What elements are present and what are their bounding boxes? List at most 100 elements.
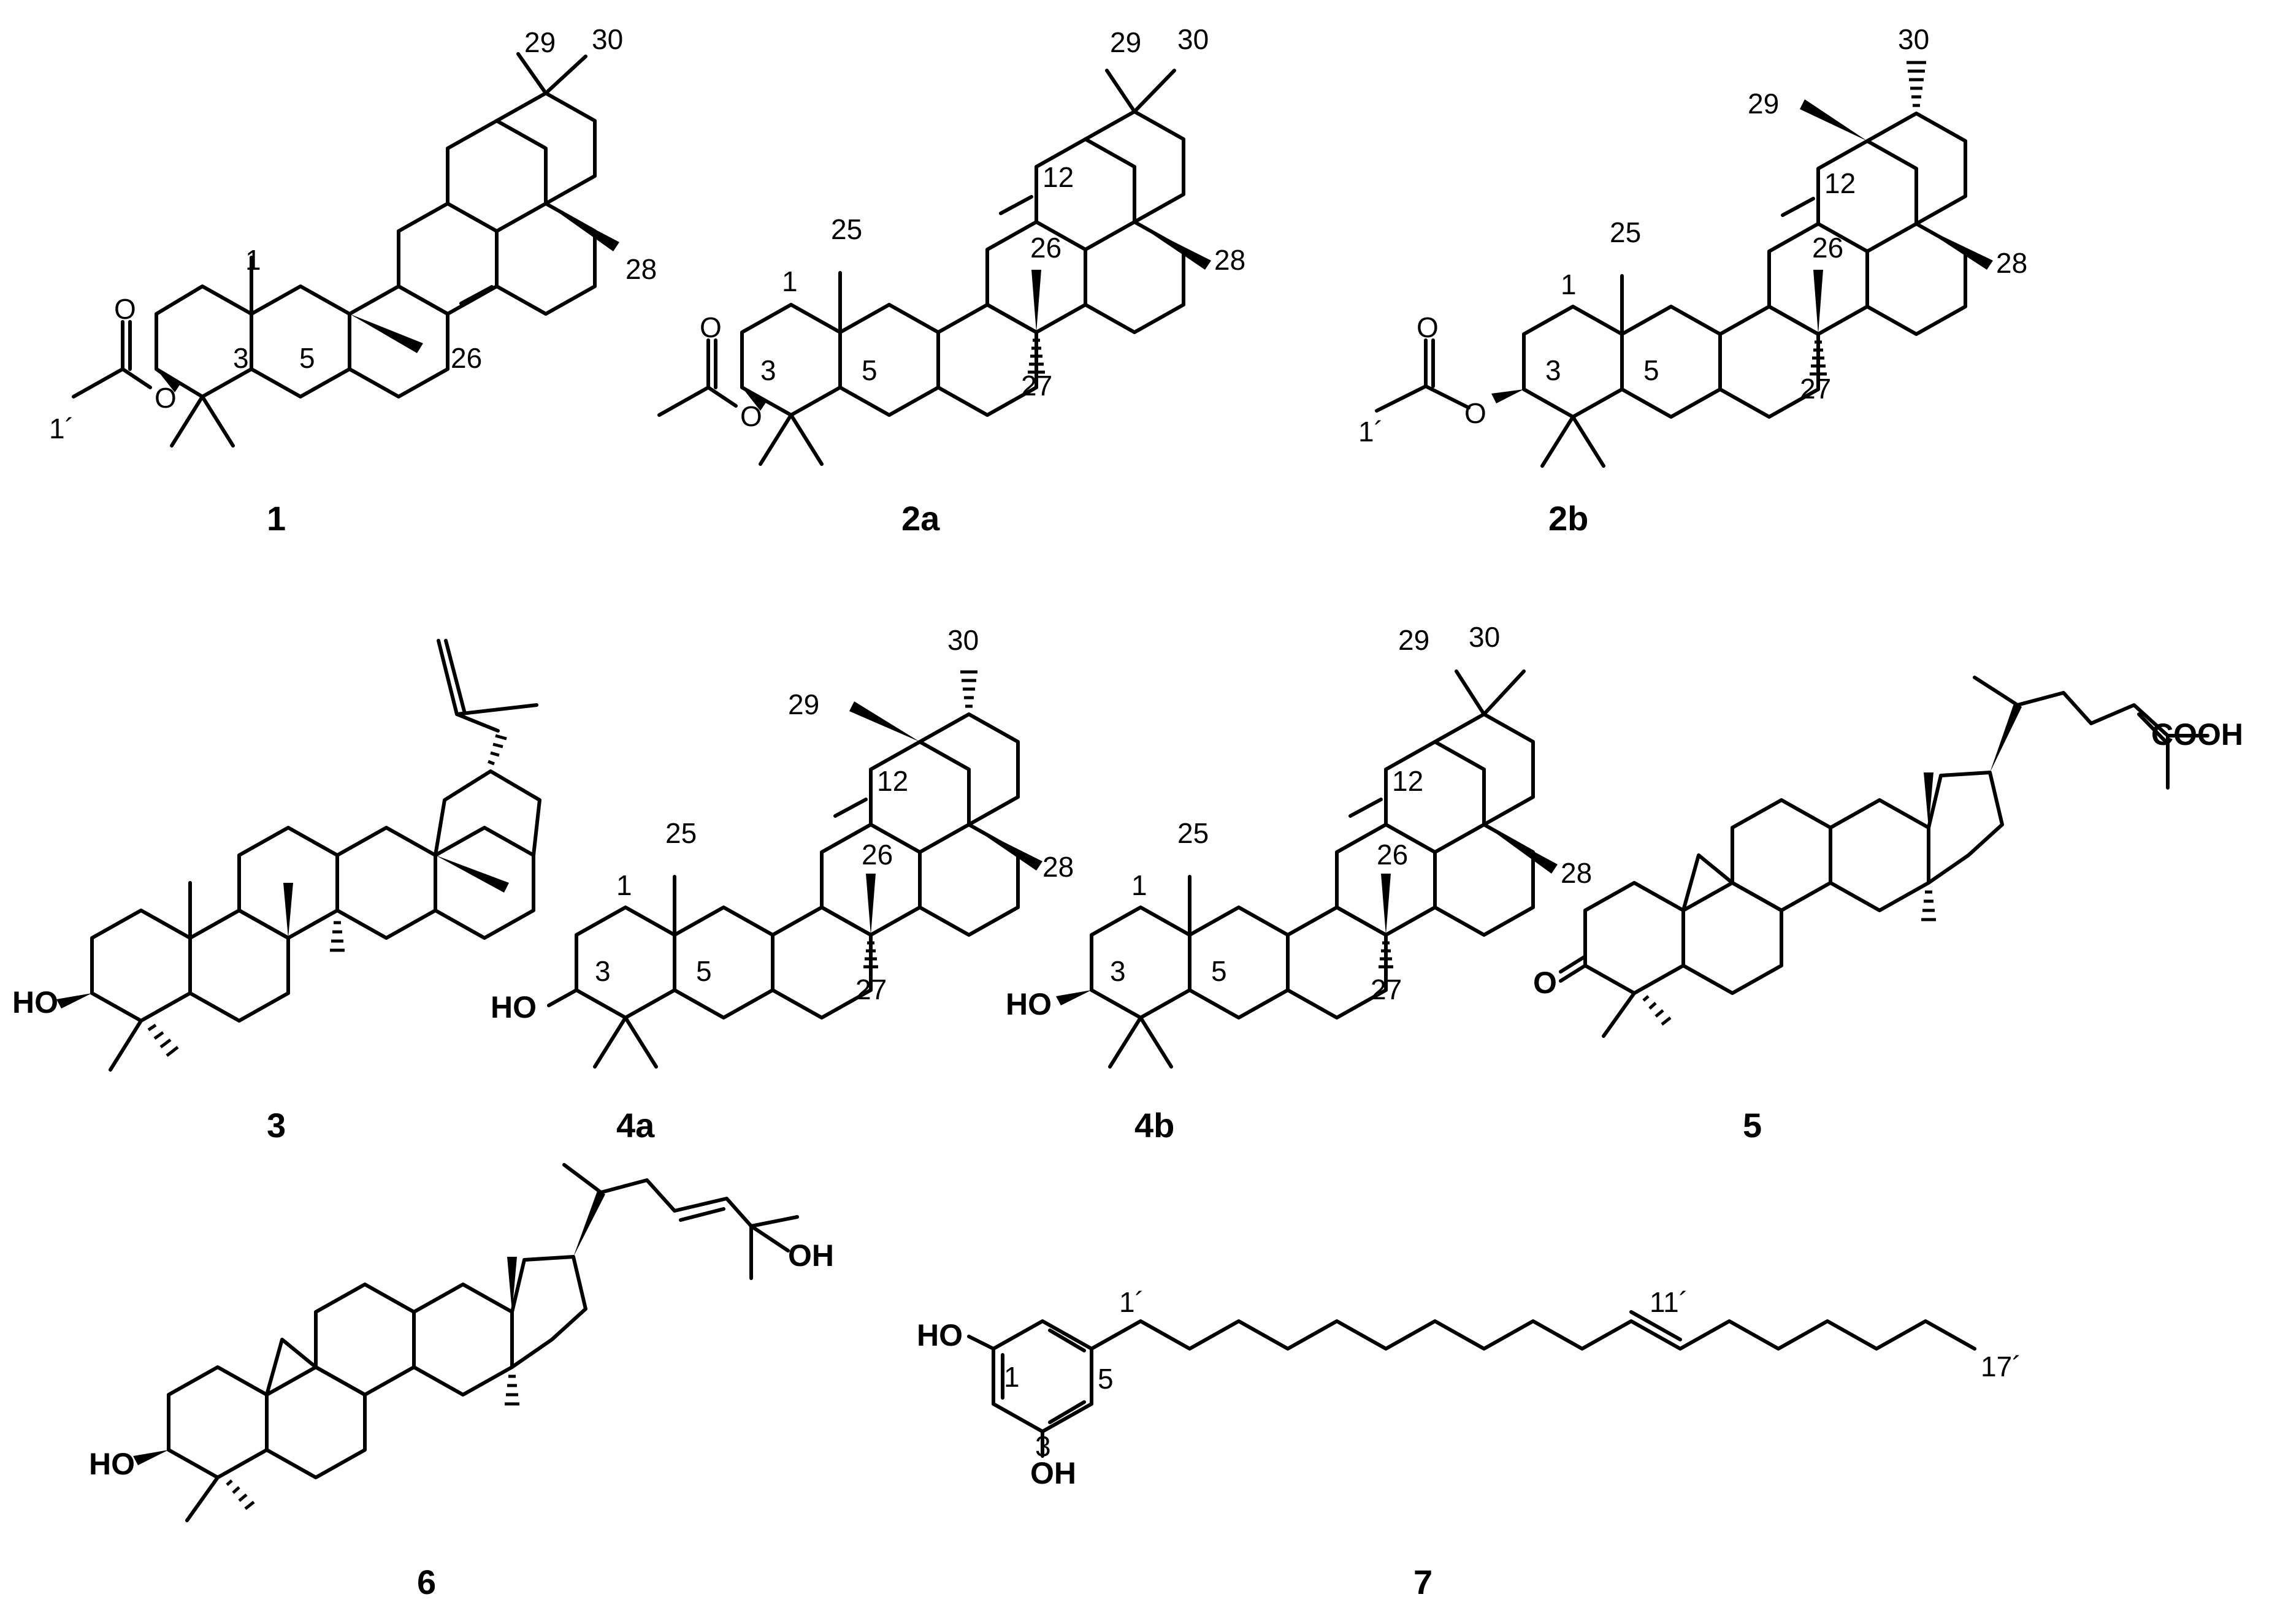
locant-29: 29 [524, 26, 556, 58]
hashed-bond-30 [960, 670, 977, 708]
locant-1: 1 [1131, 869, 1147, 901]
locant-5: 5 [1098, 1363, 1114, 1395]
locant-12: 12 [877, 765, 908, 797]
locant-25: 25 [1177, 817, 1209, 849]
locant-17-prime: 17´ [1981, 1351, 2021, 1382]
wedge-bond-oxygen [56, 993, 92, 1008]
locant-28: 28 [1561, 857, 1592, 889]
locant-26: 26 [1377, 839, 1408, 871]
wedge-bond [507, 1257, 517, 1312]
locant-30: 30 [592, 23, 623, 55]
wedge-bond-29 [849, 701, 920, 742]
structure-4a: HO 30 29 12 25 26 28 1 3 5 27 4a [491, 624, 1074, 1145]
structure-2b: O O 30 29 12 25 26 28 1 3 5 27 1´ 2b [1358, 23, 2027, 538]
compound-id-7: 7 [1413, 1563, 1432, 1601]
structure-6: OH HO 6 [89, 1163, 834, 1601]
carboxylic-acid-label: COOH [2151, 717, 2243, 752]
locant-27: 27 [1021, 370, 1052, 402]
locant-30: 30 [1469, 621, 1500, 653]
oxygen-label: O [1464, 397, 1486, 429]
locant-29: 29 [1398, 624, 1429, 656]
oxygen-label: O [1417, 311, 1439, 343]
locant-26: 26 [1030, 232, 1061, 264]
wedge-bond-28 [1916, 224, 1993, 270]
locant-3: 3 [1110, 955, 1126, 987]
locant-30: 30 [1898, 23, 1929, 55]
locant-5: 5 [299, 342, 315, 374]
oxygen-label: O [700, 311, 722, 343]
wedge-bond [435, 855, 509, 893]
locant-30: 30 [947, 624, 979, 656]
locant-5: 5 [1643, 354, 1659, 386]
locant-3: 3 [1035, 1430, 1051, 1462]
structure-7: HO OH 1´ 11´ 17´ 1 5 3 7 [917, 1286, 2021, 1601]
wedge-bond-26 [866, 874, 876, 935]
structure-5: O COOH 5 [1533, 676, 2243, 1145]
hashed-bond-27 [863, 941, 878, 969]
wedge-bond-28 [546, 204, 619, 251]
locant-1: 1 [616, 869, 632, 901]
locant-5: 5 [862, 354, 878, 386]
wedge-bond-26 [1031, 270, 1041, 332]
locant-3: 3 [233, 342, 249, 374]
locant-28: 28 [625, 253, 657, 285]
locant-26: 26 [862, 839, 893, 871]
locant-29: 29 [1110, 26, 1141, 58]
compound-id-2a: 2a [901, 499, 940, 538]
hashed-bond-27 [1810, 340, 1827, 376]
compound-id-1: 1 [267, 499, 286, 538]
hashed-bond [147, 1023, 179, 1057]
hashed-bond [505, 1374, 519, 1406]
locant-1: 1 [1561, 269, 1577, 300]
wedge-bond-26 [350, 314, 423, 353]
hashed-bond [1642, 995, 1672, 1026]
locant-3: 3 [595, 955, 611, 987]
wedge-bond [1924, 772, 1933, 828]
locant-5: 5 [696, 955, 712, 987]
locant-27: 27 [1800, 373, 1831, 405]
locant-3: 3 [1545, 354, 1561, 386]
hashed-bond-27 [1028, 338, 1045, 374]
locant-5: 5 [1211, 955, 1227, 987]
wedge-bond-26 [1813, 270, 1823, 334]
wedge-bond-3-oxygen [1491, 389, 1524, 403]
locant-12: 12 [1392, 765, 1423, 797]
hydroxyl-label: OH [788, 1238, 834, 1273]
wedge-bond [283, 883, 293, 938]
locant-1-prime: 1´ [1358, 416, 1383, 448]
hydroxyl-label: HO [491, 990, 537, 1024]
hashed-bond-27 [1379, 941, 1393, 969]
structure-2a: O O 29 30 12 25 26 28 1 3 5 27 2a [657, 23, 1245, 538]
structure-4b: HO 29 30 12 25 26 28 1 3 5 27 4b [1006, 621, 1592, 1145]
locant-1-prime: 1´ [1119, 1286, 1144, 1318]
hydroxyl-label: HO [89, 1447, 135, 1481]
locant-27: 27 [1371, 974, 1402, 1005]
hydroxyl-label: HO [12, 985, 58, 1020]
ketone-oxygen-label: O [1533, 966, 1557, 1000]
oxygen-label: O [155, 382, 177, 414]
wedge-bond-28 [1484, 825, 1558, 874]
wedge-bond-26 [1381, 874, 1391, 935]
hashed-bond [330, 921, 345, 952]
locant-12: 12 [1824, 167, 1856, 199]
compound-id-5: 5 [1743, 1106, 1762, 1145]
locant-3: 3 [760, 354, 776, 386]
structure-3: HO 3 [12, 639, 541, 1145]
locant-29: 29 [1748, 88, 1779, 120]
wedge-bond-28 [969, 825, 1042, 871]
compound-id-4a: 4a [616, 1106, 655, 1145]
wedge-bond-oxygen [133, 1450, 169, 1465]
locant-27: 27 [855, 974, 887, 1005]
locant-12: 12 [1042, 161, 1074, 193]
locant-25: 25 [1610, 216, 1641, 248]
locant-29: 29 [788, 688, 819, 720]
oxygen-label: O [114, 293, 136, 325]
hydroxyl-label: HO [917, 1318, 963, 1352]
locant-11-prime: 11´ [1650, 1286, 1688, 1318]
locant-1: 1 [782, 265, 798, 297]
wedge-bond-3-oxygen [742, 387, 767, 411]
hashed-bond-30 [1907, 61, 1926, 107]
wedge-bond-oxygen [1056, 990, 1092, 1005]
locant-26: 26 [1812, 232, 1843, 264]
locant-28: 28 [1214, 244, 1245, 276]
